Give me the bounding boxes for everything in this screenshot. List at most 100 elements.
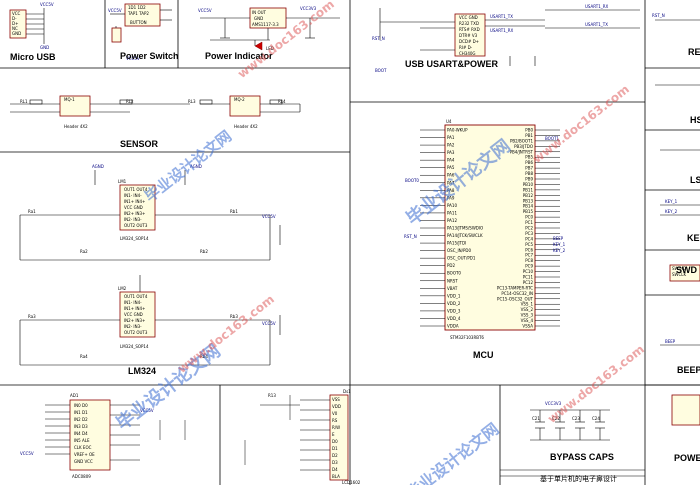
section-title-key: KEY [687,233,700,243]
mcu-pin-label-left: PA15/JTDI [447,241,466,246]
mcu-pin-label-left: PD2 [447,263,455,268]
mcu-pin-label-right: PC13-TAMPER-RTC [497,285,533,290]
svg-text:USART1_RX: USART1_RX [585,4,609,9]
svg-text:IN1 D1: IN1 D1 [74,410,88,415]
mcu-pin-label-right: VSS_3 [521,313,534,318]
section-title-beep: BEEP [677,365,700,375]
mcu-pin-label-left: OSC_IN/PD0 [447,248,471,253]
mcu-pin-label-right: PB10 [523,182,534,187]
svg-text:ADC0809: ADC0809 [72,474,91,479]
mcu-pin-label-left: PA13/JTMS/SWDIO [447,226,483,231]
mcu-pin-label-right: PB4/JNTRST [510,149,534,154]
svg-text:OUT2 OUT3: OUT2 OUT3 [124,223,148,228]
svg-text:VCC3V3: VCC3V3 [300,6,317,11]
svg-text:LCD1602: LCD1602 [342,480,361,485]
svg-text:IN OUT: IN OUT [252,10,267,15]
mcu-pin-label-left: VDD_2 [447,301,461,306]
svg-text:LM324_SOP14: LM324_SOP14 [120,344,149,349]
mcu-pin-label-left: PA0-WKUP [447,128,468,133]
section-title-reset: RE [688,47,700,57]
svg-text:IN2+ IN3+: IN2+ IN3+ [124,318,145,323]
mcu-pin-label-left: PA5 [447,165,455,170]
section-title-micro-usb: Micro USB [10,52,56,62]
mcu-pin-label-right: PB15 [523,209,534,214]
svg-text:E: E [332,432,335,437]
svg-text:D-: D- [12,16,17,21]
svg-text:NC: NC [12,26,18,31]
mcu-pin-label-left: VDD_1 [447,293,461,298]
mcu-pin-label-left: PA9 [447,195,455,200]
svg-text:RST_N: RST_N [652,13,665,18]
svg-text:OUT1 OUT4: OUT1 OUT4 [124,187,148,192]
svg-text:IN2- IN3-: IN2- IN3- [124,217,142,222]
svg-text:D3: D3 [332,460,338,465]
mcu-pin-label-right: PC10 [523,269,534,274]
svg-text:KEY_2: KEY_2 [665,209,678,214]
svg-text:OUT1 OUT4: OUT1 OUT4 [124,294,148,299]
svg-text:IN3 D3: IN3 D3 [74,424,88,429]
svg-text:VCC5V: VCC5V [198,8,212,13]
svg-text:IN1+ IN4+: IN1+ IN4+ [124,306,145,311]
svg-text:USART1_TX: USART1_TX [490,14,513,19]
mcu-pin-label-right: PB11 [523,187,534,192]
svg-text:LM324_SOP14: LM324_SOP14 [120,236,149,241]
mcu-pin-label-right: PB1 [525,133,533,138]
mcu-pin-label-left: NRST [447,278,458,283]
section-title-usb-usart: USB USART&POWER [405,59,499,69]
section-title-power: POWER [674,453,700,463]
svg-text:USART1_TX: USART1_TX [585,22,608,27]
svg-text:VCC5V: VCC5V [20,451,34,456]
svg-text:GND: GND [254,16,263,21]
svg-text:RL3: RL3 [188,99,196,104]
svg-text:DCD# D+: DCD# D+ [459,39,479,44]
svg-text:AMS1117-3.3: AMS1117-3.3 [252,22,279,27]
svg-text:MQ-1: MQ-1 [64,97,75,102]
svg-text:GND: GND [12,31,21,36]
svg-text:KEY_1: KEY_1 [553,242,566,247]
section-title-lm324: LM324 [128,366,157,376]
mcu-pin-label-right: PC0 [525,215,533,220]
mcu-pin-label-left: PA10 [447,203,457,208]
svg-text:VCC5V: VCC5V [126,56,140,61]
mcu-pin-label-left: BOOT0 [447,271,461,276]
mcu-pin-label-right: PB6 [525,160,533,165]
svg-text:KEY_1: KEY_1 [665,199,678,204]
svg-text:VCC GND: VCC GND [124,205,143,210]
mcu-pin-label-right: PB8 [525,171,533,176]
svg-text:SWDIO: SWDIO [672,266,686,271]
svg-text:RL2: RL2 [126,99,134,104]
section-title-sensor: SENSOR [120,139,159,149]
mcu-pin-label-right: PC9 [525,264,533,269]
svg-text:IN1- IN4-: IN1- IN4- [124,193,142,198]
svg-text:C21: C21 [532,416,540,421]
svg-text:VDD: VDD [332,404,341,409]
svg-text:RS: RS [332,418,338,423]
svg-text:BOOT0: BOOT0 [405,178,419,183]
svg-text:VREF+ OE: VREF+ OE [74,452,95,457]
mcu-pin-label-left: VDDA [447,324,459,329]
mcu-pin-label-left: OSC_OUT/PD1 [447,256,476,261]
svg-text:KEY_2: KEY_2 [553,248,566,253]
svg-text:IN1- IN4-: IN1- IN4- [124,300,142,305]
svg-text:Ds1: Ds1 [343,389,351,394]
svg-text:R/W: R/W [332,425,340,430]
svg-text:Rb3: Rb3 [230,314,238,319]
svg-text:D1: D1 [332,446,338,451]
section-title-hs: HS [690,115,700,125]
mcu-pin-label-right: PC11 [523,275,534,280]
svg-text:RST_N: RST_N [404,234,417,239]
svg-text:MQ-2: MQ-2 [234,97,245,102]
svg-text:VCC3V3: VCC3V3 [545,401,562,406]
mcu-pin-label-left: PA8 [447,188,455,193]
svg-text:RTS# RXD: RTS# RXD [459,27,480,32]
svg-text:D2: D2 [332,453,338,458]
svg-text:LED: LED [266,46,274,51]
